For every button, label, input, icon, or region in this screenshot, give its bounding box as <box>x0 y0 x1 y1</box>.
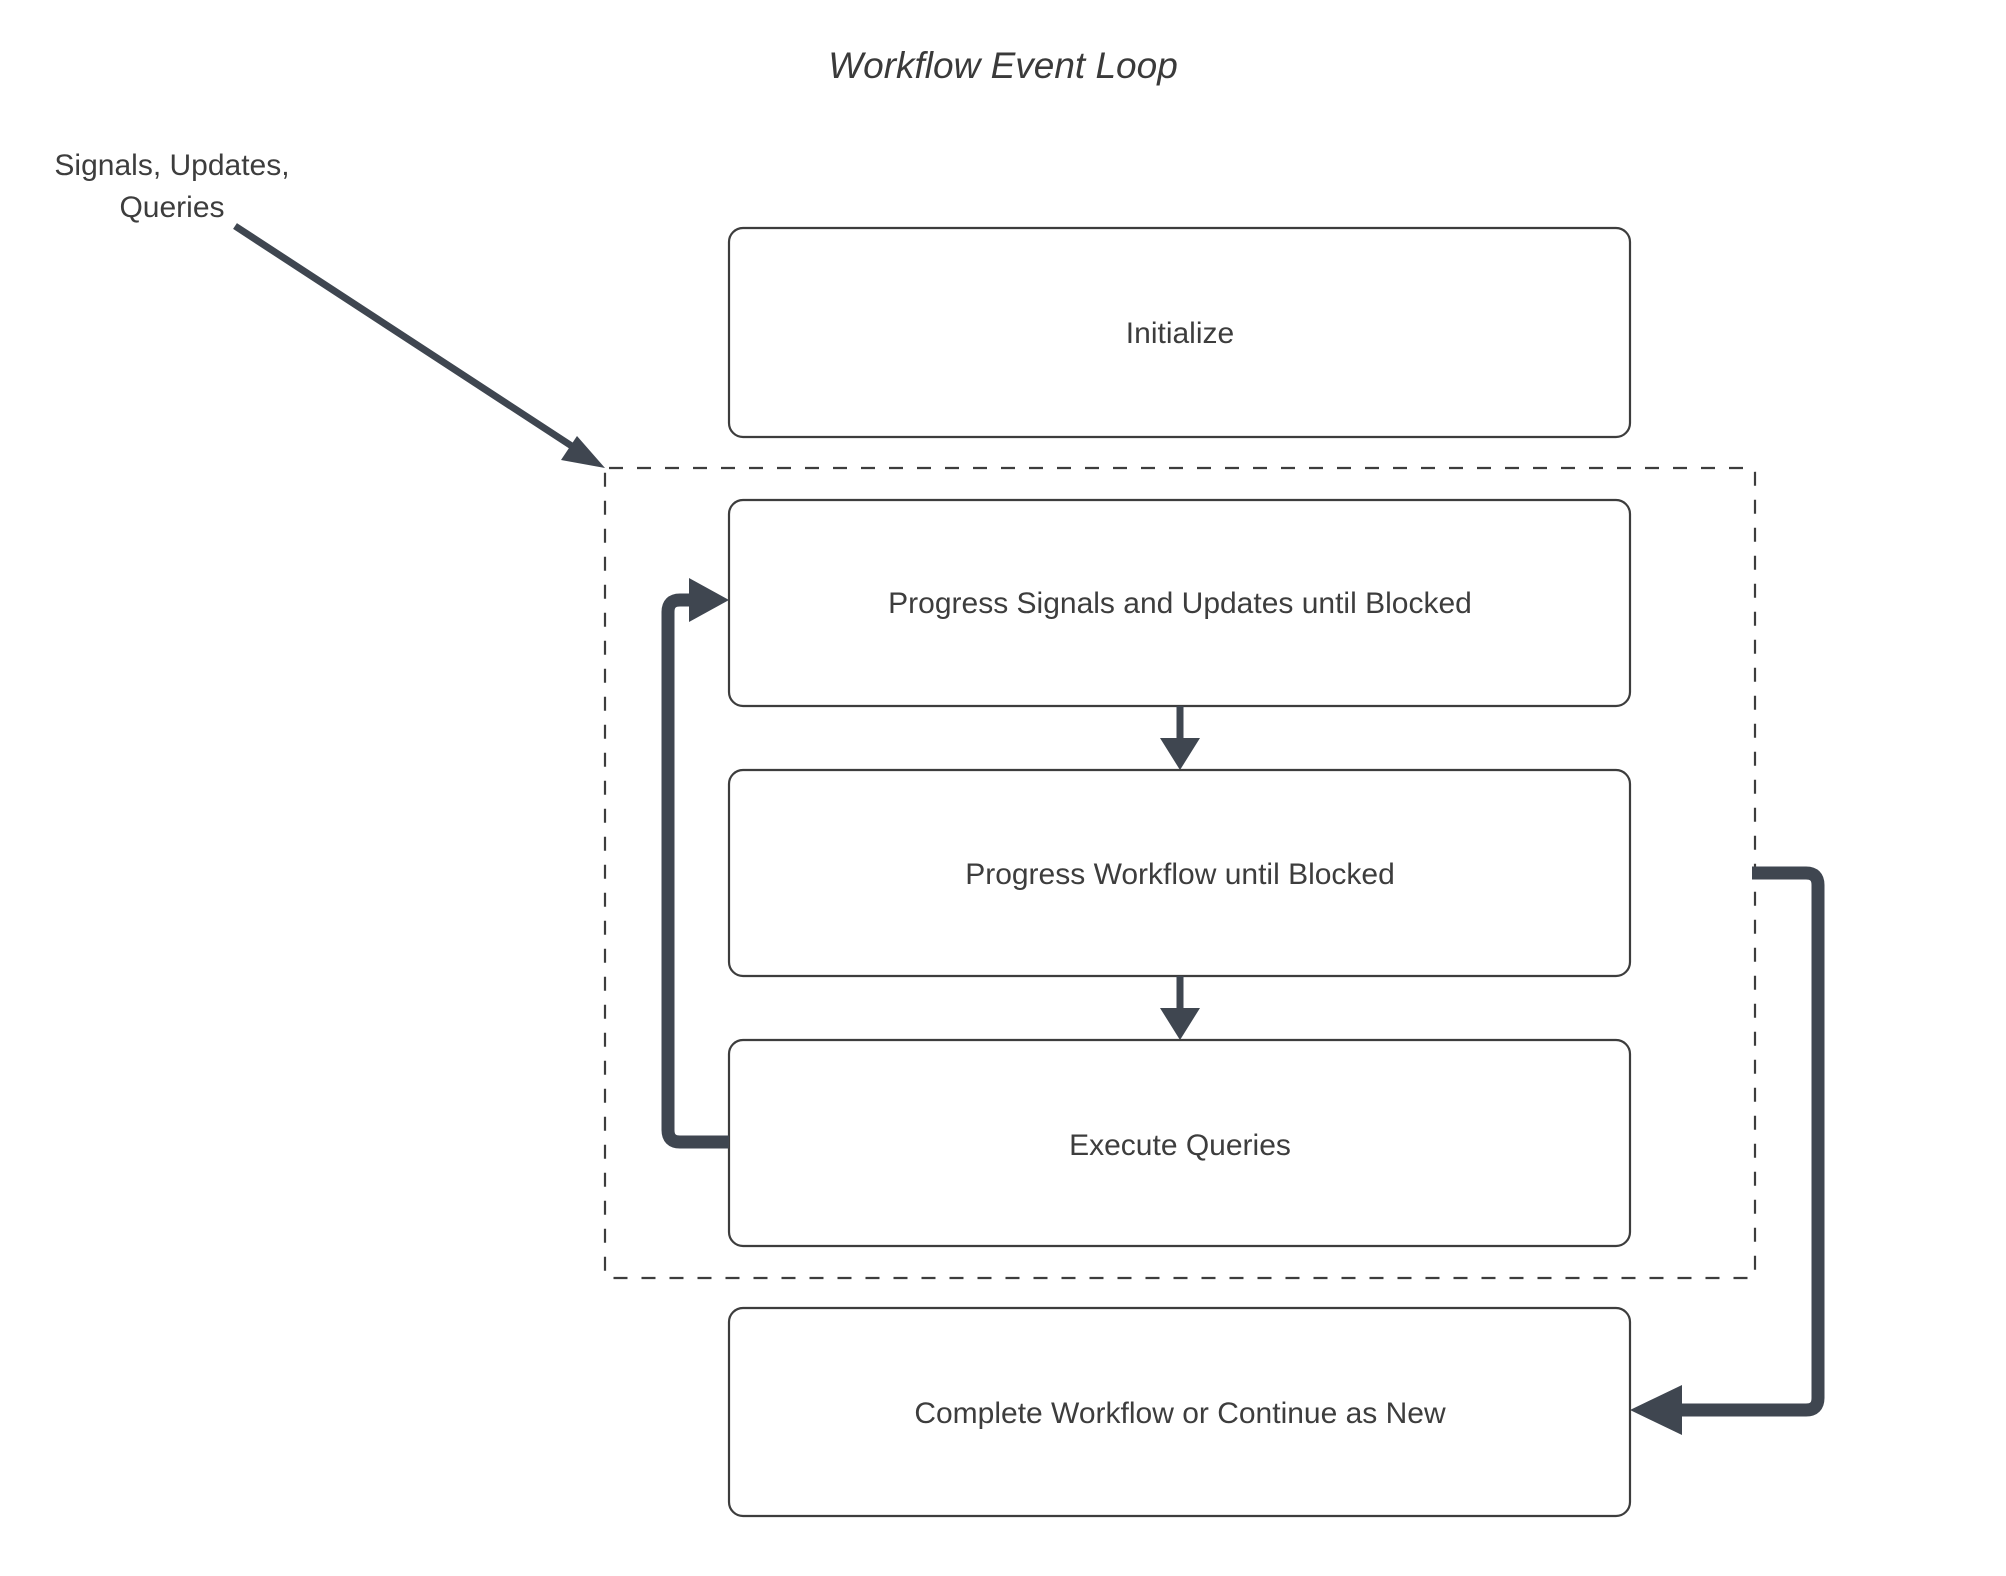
external-input-label-line1: Signals, Updates, <box>54 149 289 182</box>
arrow-progress-signals-to-progress-workflow <box>1160 706 1200 770</box>
external-input-label-line2: Queries <box>119 191 224 224</box>
node-progress-workflow-label: Progress Workflow until Blocked <box>965 858 1395 891</box>
node-initialize[interactable]: Initialize <box>727 226 1632 439</box>
node-progress-signals-label: Progress Signals and Updates until Block… <box>888 587 1472 620</box>
node-progress-signals[interactable]: Progress Signals and Updates until Block… <box>727 498 1632 708</box>
node-initialize-box <box>727 226 1632 439</box>
node-complete-workflow-box <box>727 1306 1632 1518</box>
node-execute-queries-label: Execute Queries <box>1069 1129 1291 1162</box>
node-initialize-label: Initialize <box>1126 317 1234 350</box>
arrow-group-to-complete-workflow <box>1630 866 1825 1435</box>
arrow-loop-back-to-progress-signals <box>661 578 729 1149</box>
external-input-arrow <box>233 223 605 468</box>
node-complete-workflow[interactable]: Complete Workflow or Continue as New <box>727 1306 1632 1518</box>
page-title: Workflow Event Loop <box>828 45 1178 86</box>
node-complete-workflow-label: Complete Workflow or Continue as New <box>914 1397 1446 1430</box>
node-progress-workflow[interactable]: Progress Workflow until Blocked <box>727 768 1632 978</box>
node-execute-queries[interactable]: Execute Queries <box>727 1038 1632 1248</box>
arrow-progress-workflow-to-execute-queries <box>1160 976 1200 1040</box>
